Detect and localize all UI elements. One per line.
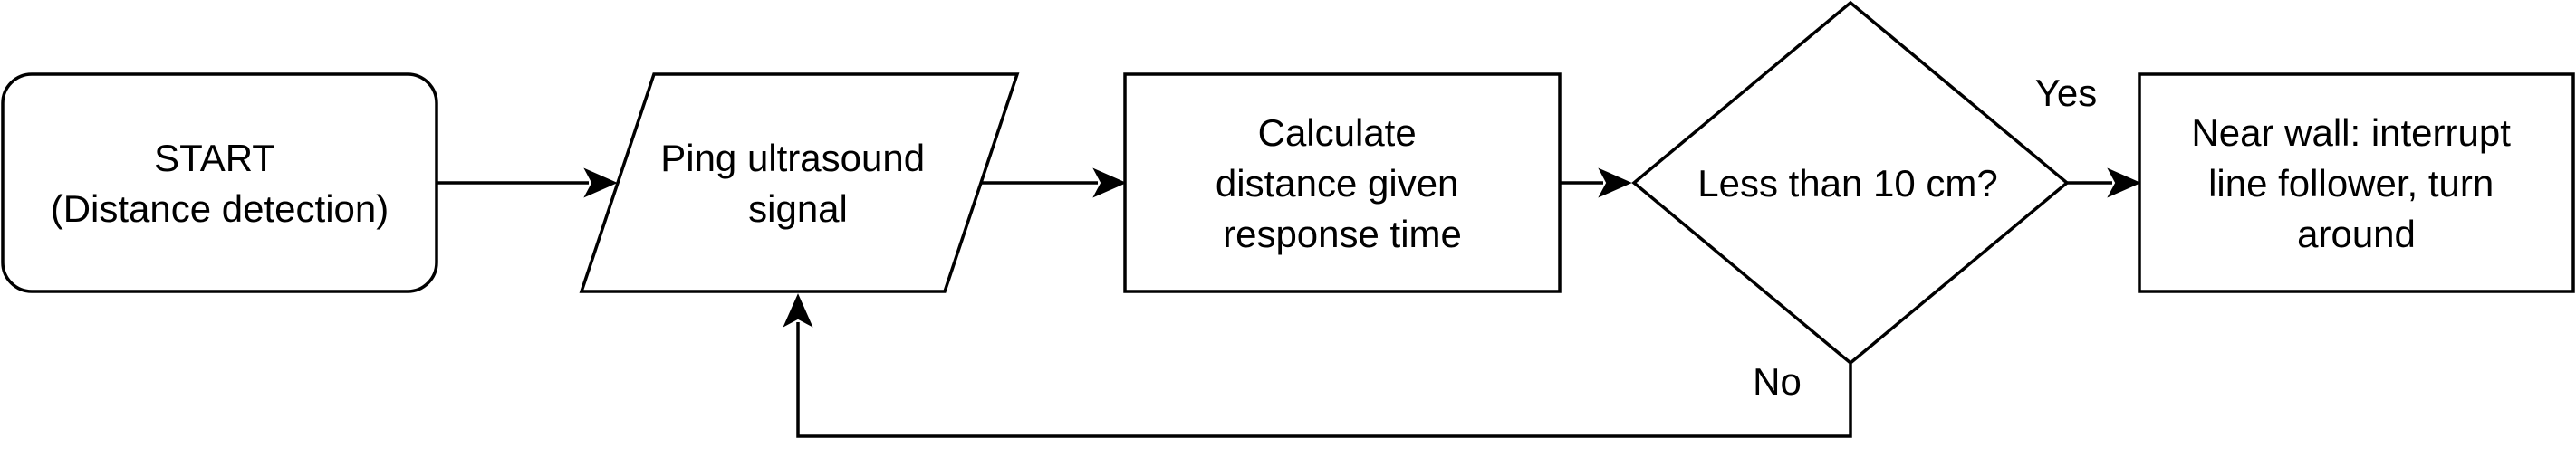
decision-label: Less than 10 cm? [1697, 162, 1998, 205]
edge-start-to-ping [437, 167, 618, 198]
ping-label-line-2: signal [748, 187, 848, 230]
node-near-wall: Near wall: interrupt line follower, turn… [2138, 72, 2575, 293]
node-decision: Less than 10 cm? [1631, 0, 2070, 366]
edge-label-yes: Yes [2035, 71, 2098, 114]
calculate-process-shape [1123, 72, 1562, 293]
edge-decision-no: No [783, 293, 1852, 438]
near-wall-label-line-2: line follower, turn [2208, 162, 2494, 205]
node-start: START (Distance detection) [1, 72, 438, 293]
ping-io-shape [579, 72, 1020, 293]
start-label-line-2: (Distance detection) [51, 187, 389, 230]
decision-label-line-1: Less than 10 cm? [1697, 162, 1998, 205]
ping-label-line-1: Ping ultrasound [660, 137, 925, 179]
near-wall-process-shape [2138, 72, 2575, 293]
near-wall-label-line-3: around [2297, 213, 2416, 255]
calculate-label: Calculate distance given response time [1216, 111, 1469, 255]
calculate-label-line-1: Calculate [1258, 111, 1417, 154]
calculate-label-line-3: response time [1223, 213, 1462, 255]
start-label: START (Distance detection) [51, 137, 389, 230]
near-wall-label: Near wall: interrupt line follower, turn… [2191, 111, 2521, 255]
ping-label: Ping ultrasound signal [660, 137, 936, 230]
edge-ping-to-calculate [981, 167, 1127, 198]
decision-diamond-shape [1631, 0, 2070, 366]
start-terminal-shape [1, 72, 438, 293]
edge-decision-yes: Yes [2035, 71, 2141, 198]
edge-label-no: No [1753, 360, 1802, 403]
edge-calculate-to-decision [1560, 167, 1632, 198]
node-calculate: Calculate distance given response time [1123, 72, 1562, 293]
calculate-label-line-2: distance given [1216, 162, 1459, 205]
start-label-line-1: START [154, 137, 274, 179]
node-ping: Ping ultrasound signal [579, 72, 1020, 293]
near-wall-label-line-1: Near wall: interrupt [2191, 111, 2511, 154]
